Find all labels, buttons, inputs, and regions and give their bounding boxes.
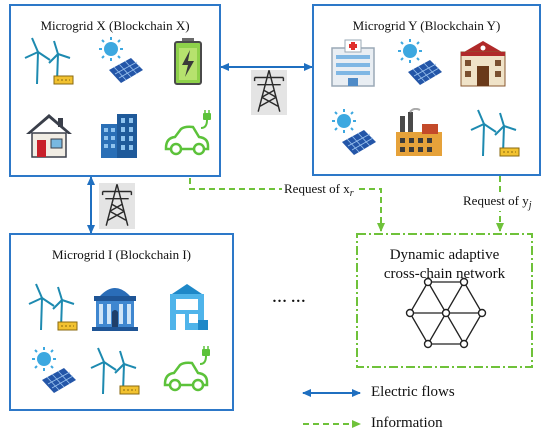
network-title-line1: Dynamic adaptive	[389, 247, 500, 263]
government-building-icon	[92, 288, 138, 331]
solar-panel-icon	[331, 108, 377, 156]
wind-turbine-icon	[28, 283, 78, 331]
request-x-subscript: r	[349, 188, 354, 199]
building-icon	[101, 114, 137, 158]
factory-icon	[395, 108, 443, 157]
school-icon	[460, 40, 506, 87]
pylon-background	[99, 183, 135, 229]
wind-turbine-icon	[90, 347, 140, 395]
request-y-label: Request of yj	[462, 193, 533, 211]
electric-car-icon	[164, 110, 213, 156]
microgrid-i-title: Microgrid I (Blockchain I)	[52, 247, 191, 262]
solar-panel-icon	[98, 36, 144, 84]
network-title-line2: cross-chain network	[383, 266, 506, 282]
microgrid-y-title: Microgrid Y (Blockchain Y)	[352, 18, 501, 33]
ellipsis: … …	[272, 290, 306, 306]
wind-turbine-icon	[470, 109, 520, 157]
electric-car-icon	[163, 346, 212, 392]
request-y-text: Request of y	[463, 193, 529, 208]
network-title: Dynamic adaptive cross-chain network	[357, 246, 532, 284]
battery-icon	[174, 37, 202, 85]
wind-turbine-icon	[24, 37, 74, 85]
request-y-subscript: j	[528, 200, 532, 211]
hospital-icon	[331, 39, 375, 87]
microgrid-x-title: Microgrid X (Blockchain X)	[40, 18, 190, 33]
solar-panel-icon	[31, 346, 77, 394]
request-x-text: Request of x	[284, 181, 350, 196]
house-icon	[25, 113, 73, 158]
solar-panel-icon	[397, 38, 443, 86]
legend-electric-label: Electric flows	[371, 384, 455, 400]
legend-information-label: Information	[371, 415, 443, 431]
network-graph-icon	[405, 277, 487, 349]
residential-building-icon	[170, 284, 208, 330]
cross-chain-network-box	[356, 233, 533, 368]
request-x-label: Request of xr	[282, 181, 356, 199]
